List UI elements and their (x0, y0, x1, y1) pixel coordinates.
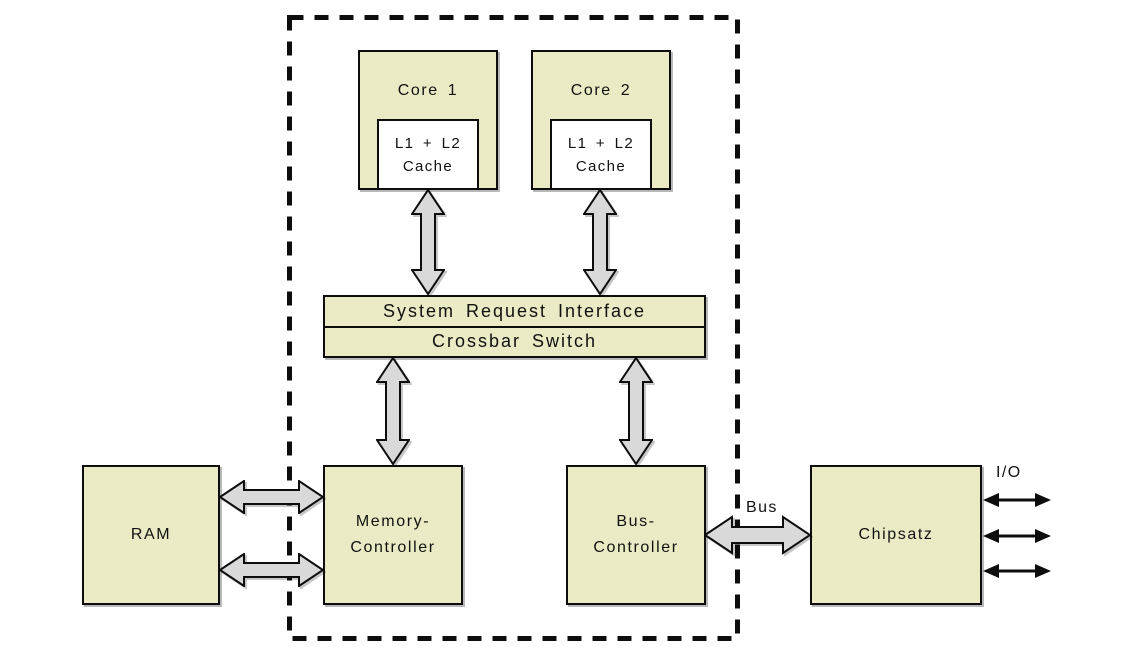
chipset-box: Chipsatz (810, 465, 982, 605)
bus-label: Bus (746, 499, 778, 516)
crossbar-switch-label: Crossbar Switch (431, 331, 598, 352)
bus-controller-line2: Controller (593, 539, 679, 556)
core2-cache-line2: Cache (575, 157, 627, 175)
chipset-io-double-arrow-icon (982, 491, 1052, 509)
crossbar-to-memory-controller-double-arrow-icon (376, 357, 410, 465)
ram-label: RAM (130, 526, 172, 543)
ram-to-memory-controller-double-arrow-icon (219, 480, 324, 514)
bus-controller-line1: Bus- (616, 513, 656, 530)
io-label: I/O (996, 464, 1022, 481)
core1-cache-box: L1 + L2 Cache (377, 119, 479, 190)
bus-controller-box: Bus- Controller (566, 465, 706, 605)
memory-controller-line1: Memory- (355, 513, 431, 530)
system-request-interface-label: System Request Interface (382, 300, 647, 321)
crossbar-to-bus-controller-double-arrow-icon (619, 357, 653, 465)
core1-cache-to-sri-double-arrow-icon (411, 189, 445, 295)
core2-cache-box: L1 + L2 Cache (550, 119, 652, 190)
core2-cache-line1: L1 + L2 (567, 134, 635, 152)
chipset-io-double-arrow-icon (982, 527, 1052, 545)
core1-cache-line1: L1 + L2 (394, 134, 462, 152)
bus-controller-to-chipset-double-arrow-icon (704, 515, 811, 555)
crossbar-switch-box: Crossbar Switch (325, 328, 704, 357)
memory-controller-box: Memory- Controller (323, 465, 463, 605)
core2-label: Core 2 (570, 82, 632, 99)
interface-crossbar-bar: System Request Interface Crossbar Switch (323, 295, 706, 358)
ram-to-memory-controller-double-arrow-icon (219, 553, 324, 587)
chipset-label: Chipsatz (858, 526, 934, 543)
core2-cache-to-sri-double-arrow-icon (583, 189, 617, 295)
chipset-io-double-arrow-icon (982, 562, 1052, 580)
core1-label: Core 1 (397, 82, 459, 99)
memory-controller-line2: Controller (350, 539, 436, 556)
ram-box: RAM (82, 465, 220, 605)
core1-cache-line2: Cache (402, 157, 454, 175)
core2-box: Core 2 L1 + L2 Cache (531, 50, 671, 190)
system-request-interface-box: System Request Interface (325, 297, 704, 328)
core1-box: Core 1 L1 + L2 Cache (358, 50, 498, 190)
